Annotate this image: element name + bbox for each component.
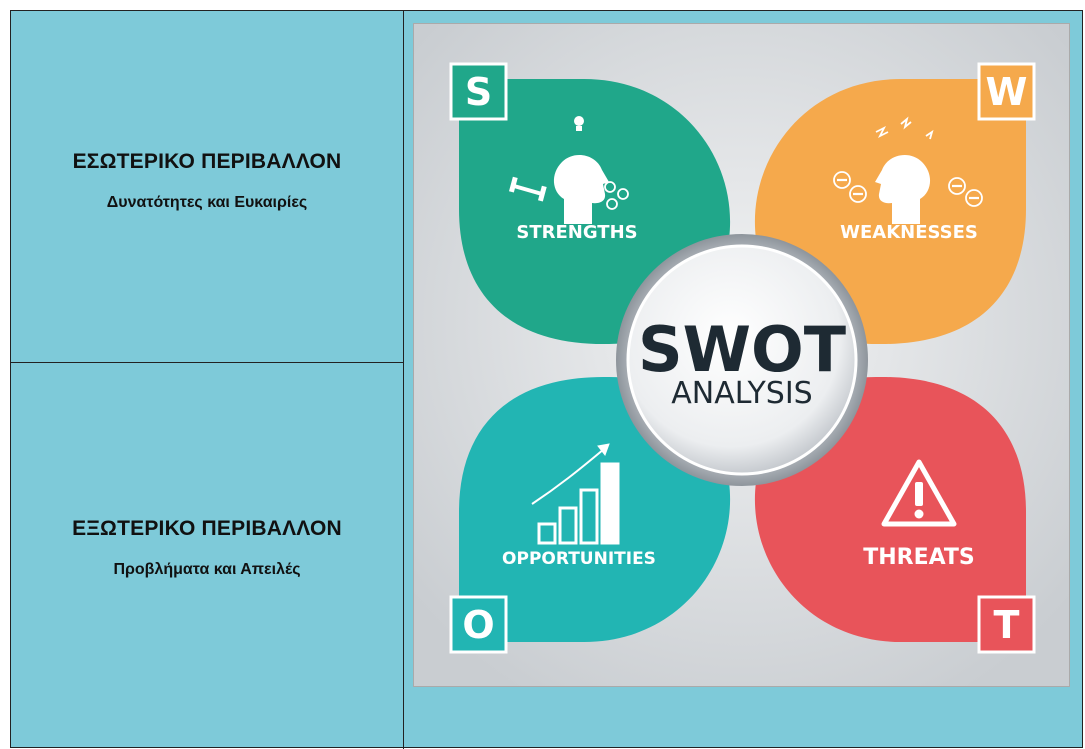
letter-s: S: [465, 70, 492, 114]
external-environment-heading: ΕΞΩΤΕΡΙΚΟ ΠΕΡΙΒΑΛΛΟΝ: [72, 517, 342, 540]
internal-environment-cell: ΕΣΩΤΕΡΙΚΟ ΠΕΡΙΒΑΛΛΟΝ Δυνατότητες και Ευκ…: [11, 150, 403, 212]
weaknesses-label: WEAKNESSES: [840, 222, 978, 243]
external-environment-subheading: Προβλήματα και Απειλές: [113, 561, 301, 578]
letter-box-o: O: [449, 595, 508, 654]
swot-center-subtitle: ANALYSIS: [671, 376, 812, 411]
letter-t: T: [994, 603, 1020, 647]
strengths-label: STRENGTHS: [516, 222, 637, 243]
internal-environment-subheading: Δυνατότητες και Ευκαιρίες: [106, 194, 308, 211]
letter-o: O: [462, 603, 494, 647]
letter-box-w: W: [977, 62, 1036, 121]
letter-w: W: [986, 70, 1028, 114]
external-environment-cell: ΕΞΩΤΕΡΙΚΟ ΠΕΡΙΒΑΛΛΟΝ Προβλήματα και Απει…: [11, 517, 403, 579]
swot-center-title: SWOT: [638, 313, 846, 386]
head-dumbbell-icon: [508, 116, 629, 224]
letter-box-s: S: [449, 62, 508, 121]
warning-triangle-icon: [881, 459, 957, 527]
swot-center-circle: SWOT ANALYSIS: [616, 234, 868, 486]
growth-chart-icon: [531, 443, 620, 545]
row-divider: [10, 362, 404, 363]
swot-diagram: S W O T STRENGTHS: [413, 23, 1070, 687]
letter-box-t: T: [977, 595, 1036, 654]
opportunities-label: OPPORTUNITIES: [502, 549, 656, 569]
head-minus-icon: [833, 116, 983, 224]
threats-label: THREATS: [863, 545, 975, 570]
column-divider: [403, 10, 404, 749]
internal-environment-heading: ΕΣΩΤΕΡΙΚΟ ΠΕΡΙΒΑΛΛΟΝ: [72, 150, 342, 173]
